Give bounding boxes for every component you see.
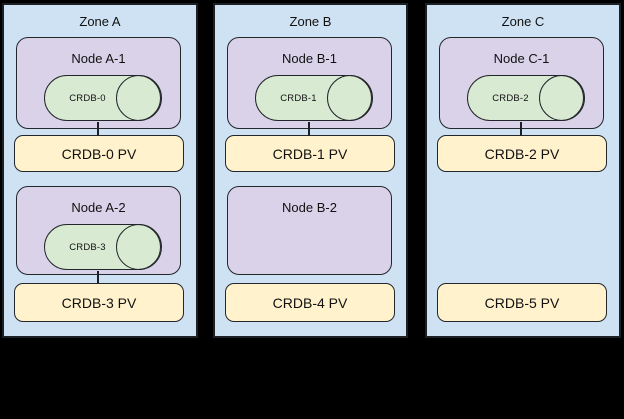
zone-c-panel: Zone C Node C-1 CRDB-2 CRDB-2 PV CRDB-5 … [425,3,621,338]
pv-box: CRDB-1 PV [225,135,395,172]
crdb-pod-cylinder: CRDB-0 [44,74,162,121]
node-a1-box: Node A-1 CRDB-0 [16,37,181,129]
node-label: Node A-1 [71,51,126,66]
cylinder-end-cap [115,223,162,270]
pod-label: CRDB-2 [492,92,529,104]
zone-title: Zone C [501,14,545,29]
node-label: Node B-2 [282,200,337,215]
crdb-pod-cylinder: CRDB-2 [467,74,585,121]
pod-label: CRDB-0 [69,92,106,104]
crdb-pod-cylinder: CRDB-3 [44,223,162,270]
node-c1-box: Node C-1 CRDB-2 [439,37,604,129]
pv-box: CRDB-0 PV [14,135,184,172]
zone-title: Zone A [79,14,121,29]
node-b1-box: Node B-1 CRDB-1 [227,37,392,129]
crdb-pod-cylinder: CRDB-1 [255,74,373,121]
pod-pv-connector-line [97,122,99,135]
pod-label: CRDB-1 [280,92,317,104]
node-b2-box-empty: Node B-2 [227,186,392,275]
pod-pv-connector-line [308,122,310,135]
cylinder-end-cap [115,74,162,121]
zone-b-panel: Zone B Node B-1 CRDB-1 CRDB-1 PV Node B-… [213,3,408,338]
pod-pv-connector-line [97,271,99,283]
node-label: Node B-1 [282,51,337,66]
node-label: Node A-2 [71,200,126,215]
zone-a-panel: Zone A Node A-1 CRDB-0 CRDB-0 PV Node A-… [2,3,198,338]
pod-pv-connector-line [520,122,522,135]
cylinder-end-cap [326,74,373,121]
pv-box: CRDB-3 PV [14,283,184,322]
pod-label: CRDB-3 [69,241,106,253]
node-a2-box: Node A-2 CRDB-3 [16,186,181,275]
pv-box: CRDB-4 PV [225,283,395,322]
pv-box: CRDB-5 PV [437,283,607,322]
cylinder-end-cap [538,74,585,121]
pv-box: CRDB-2 PV [437,135,607,172]
zone-title: Zone B [289,14,332,29]
node-label: Node C-1 [493,51,550,66]
